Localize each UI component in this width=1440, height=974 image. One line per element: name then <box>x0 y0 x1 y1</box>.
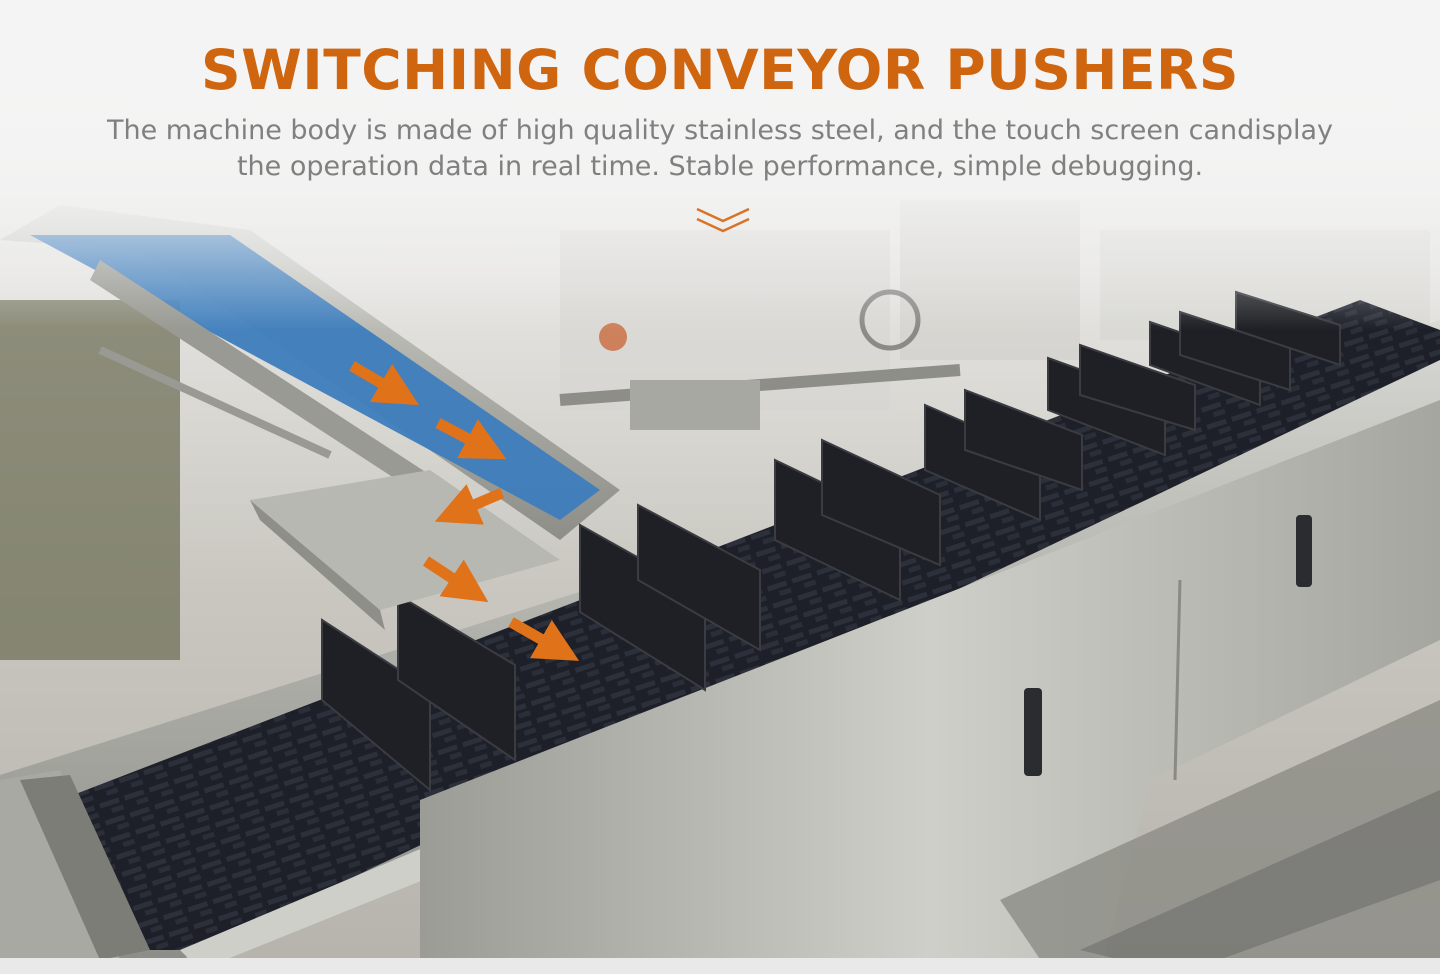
section-title: SWITCHING CONVEYOR PUSHERS <box>201 38 1239 102</box>
section-description: The machine body is made of high quality… <box>106 115 1334 182</box>
double-chevron-down-icon <box>696 207 750 233</box>
